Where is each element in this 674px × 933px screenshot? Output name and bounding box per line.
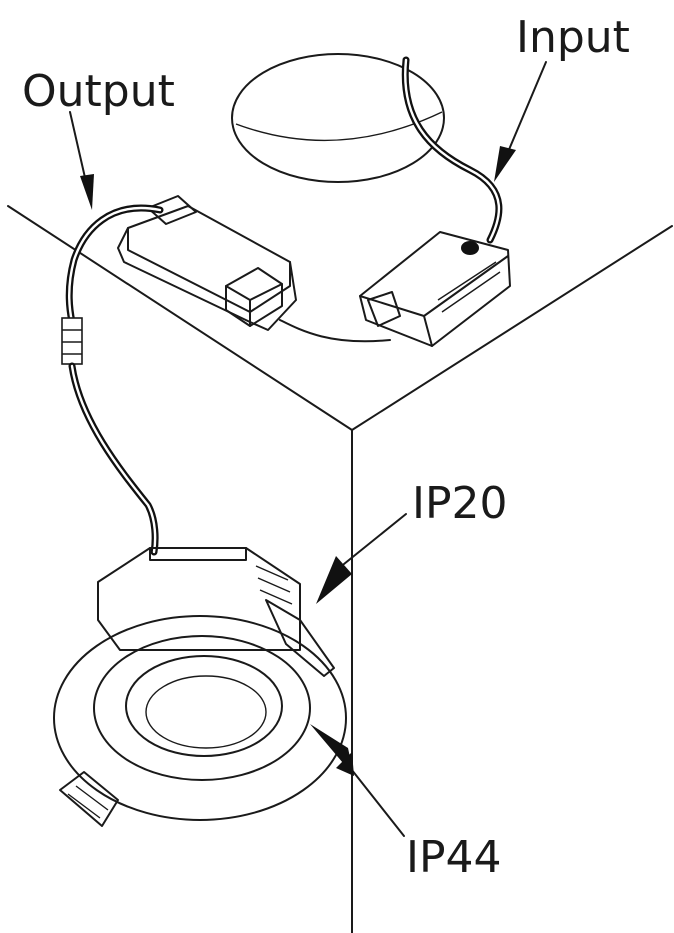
downlight (53, 547, 347, 827)
output-cable (61, 204, 164, 556)
input-label: Input (516, 12, 630, 63)
led-driver (117, 195, 297, 331)
ip20-label: IP20 (412, 478, 508, 529)
label-pointers (69, 61, 547, 837)
terminal-box (359, 231, 511, 347)
ip44-label: IP44 (406, 832, 502, 883)
input-cable (401, 56, 503, 244)
output-label: Output (22, 66, 175, 117)
link-cable (279, 319, 391, 343)
ceiling-corner (7, 205, 673, 933)
